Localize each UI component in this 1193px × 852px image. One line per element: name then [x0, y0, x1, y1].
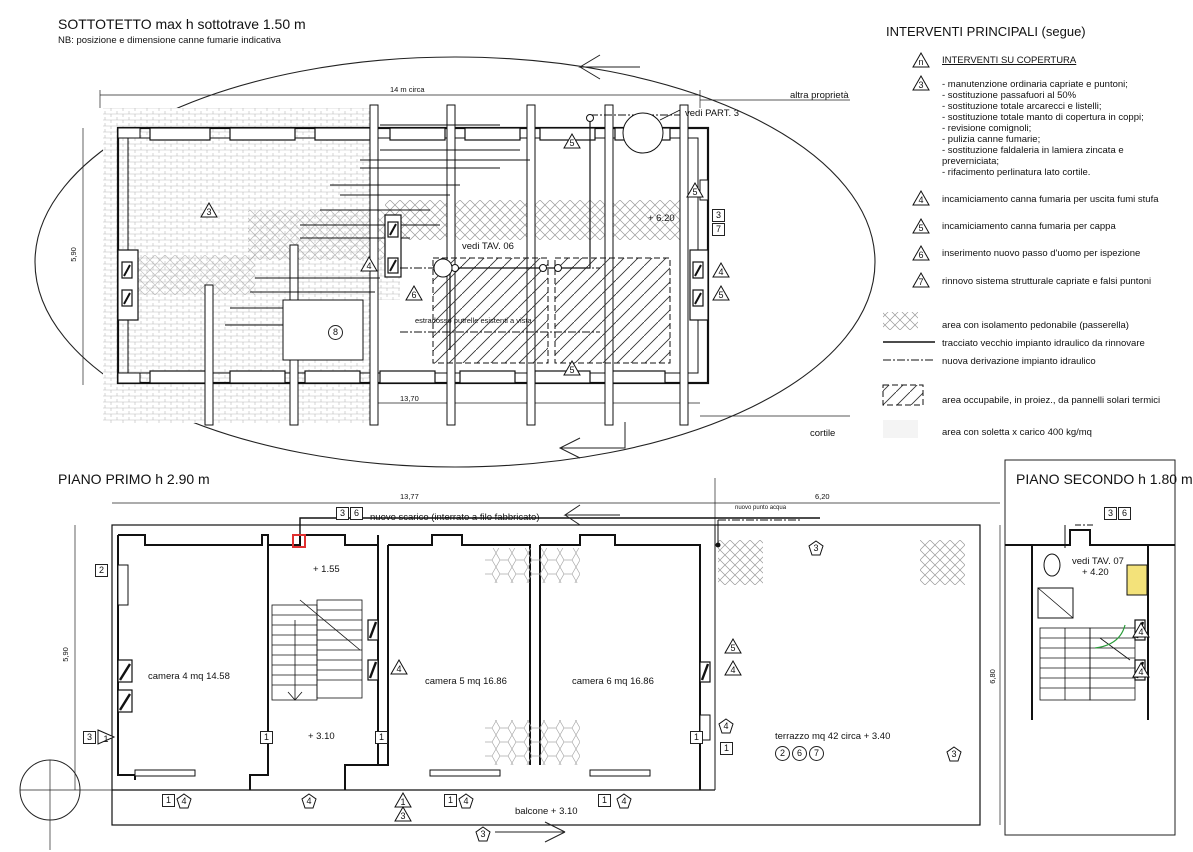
legend-symbol-grey: area con soletta x carico 400 kg/mq [942, 427, 1092, 438]
marker-4-pent: 4 [301, 793, 317, 809]
marker-7-circle: 7 [809, 746, 824, 761]
dim-primo-b: 6,20 [815, 492, 830, 501]
label-estradosso: estradosso putrelle esistenti a vista [415, 316, 532, 325]
marker-6: 6 [405, 284, 423, 301]
marker-3-pent: 3 [475, 826, 491, 842]
marker-5: 5 [724, 637, 742, 654]
marker-3-pent: 3 [946, 746, 962, 762]
marker-3-pent: 3 [808, 540, 824, 556]
marker-2-circle: 2 [775, 746, 790, 761]
legend-marker-5: 5 [912, 217, 930, 234]
label-vedi-tav06: vedi TAV. 06 [462, 241, 514, 252]
marker-4-pent: 4 [718, 718, 734, 734]
marker-4: 4 [1132, 661, 1150, 678]
dim-primo-side: 5,90 [60, 647, 70, 662]
marker-1-box: 1 [690, 731, 703, 744]
legend-item3-line: - pulizia canne fumarie; [942, 134, 1041, 145]
marker-3-box: 3 [83, 731, 96, 744]
label-punto-acqua: nuovo punto acqua [735, 505, 787, 511]
legend-item3-line: - sostituzione totale arcarecci e listel… [942, 101, 1102, 112]
marker-6-box: 6 [350, 507, 363, 520]
marker-8-circle: 8 [328, 325, 343, 340]
marker-5: 5 [563, 132, 581, 149]
legend-item3-line: - sostituzione totale manto di copertura… [942, 112, 1144, 123]
marker-5: 5 [686, 181, 704, 198]
legend-symbol-crosshatch: area con isolamento pedonabile (passerel… [942, 320, 1129, 331]
legend-marker-7: 7 [912, 271, 930, 288]
legend-item3-line: preverniciata; [942, 156, 1000, 167]
marker-4: 4 [712, 261, 730, 278]
marker-6-circle: 6 [792, 746, 807, 761]
legend-item3-line: - sostituzione faldaleria in lamiera zin… [942, 145, 1124, 156]
legend-item-6: inserimento nuovo passo d'uomo per ispez… [942, 248, 1141, 259]
legend-marker-n: n [912, 51, 930, 68]
marker-7-box: 7 [712, 223, 725, 236]
label-vedi-part: vedi PART. 3 [685, 108, 740, 119]
legend-symbol-line: tracciato vecchio impianto idraulico da … [942, 338, 1145, 349]
marker-1-box: 1 [598, 794, 611, 807]
marker-3-box: 3 [1104, 507, 1117, 520]
marker-1-box: 1 [720, 742, 733, 755]
marker-1-box: 1 [444, 794, 457, 807]
room-camera-4: camera 4 mq 14.58 [148, 671, 230, 682]
marker-4-pent: 4 [458, 793, 474, 809]
marker-5: 5 [712, 284, 730, 301]
marker-2-box: 2 [95, 564, 108, 577]
marker-3: 3 [200, 201, 218, 218]
label-cortile: cortile [810, 428, 836, 439]
marker-4-pent: 4 [176, 793, 192, 809]
label-terrazzo: terrazzo mq 42 circa + 3.40 [775, 731, 891, 742]
legend-item3-line: - sostituzione passafuori al 50% [942, 90, 1077, 101]
room-camera-6: camera 6 mq 16.86 [572, 676, 654, 687]
legend-symbol-hatch: area occupabile, in proiez., da pannelli… [942, 395, 1161, 406]
marker-5: 5 [563, 359, 581, 376]
label-level-420: + 4.20 [1082, 567, 1109, 578]
marker-1-box: 1 [260, 731, 273, 744]
marker-1-box: 1 [162, 794, 175, 807]
label-level-155: + 1.55 [313, 564, 340, 575]
marker-4: 4 [1132, 621, 1150, 638]
dim-primo-a: 13,77 [400, 492, 419, 501]
legend-title: INTERVENTI PRINCIPALI (segue) [886, 24, 1086, 39]
highlight-ellipse [34, 56, 876, 468]
legend-item3-line: - revisione comignoli; [942, 123, 1032, 134]
label-vedi-tav07: vedi TAV. 07 [1072, 556, 1124, 567]
marker-3-box: 3 [336, 507, 349, 520]
marker-4: 4 [390, 658, 408, 675]
marker-6-box: 6 [1118, 507, 1131, 520]
legend-item3-line: - manutenzione ordinaria capriate e punt… [942, 79, 1128, 90]
marker-3-box: 3 [712, 209, 725, 222]
label-level-620: + 6.20 [648, 213, 675, 224]
legend-marker-3: 3 [912, 74, 930, 91]
legend-item-5: incamiciamento canna fumaria per cappa [942, 221, 1116, 232]
marker-4: 4 [724, 659, 742, 676]
label-level-310: + 3.10 [308, 731, 335, 742]
label-altra-proprieta: altra proprietà [790, 90, 849, 101]
room-camera-5: camera 5 mq 16.86 [425, 676, 507, 687]
legend-marker-4: 4 [912, 189, 930, 206]
sottotetto-note: NB: posizione e dimensione canne fumarie… [58, 35, 281, 46]
legend-marker-6: 6 [912, 244, 930, 261]
legend-item-4: incamiciamento canna fumaria per uscita … [942, 194, 1159, 205]
dim-top: 14 m circa [390, 85, 425, 94]
marker-3: 3 [394, 805, 412, 822]
marker-4: 4 [360, 255, 378, 272]
legend-symbol-dashdot: nuova derivazione impianto idraulico [942, 356, 1096, 367]
legend-item-7: rinnovo sistema strutturale capriate e f… [942, 276, 1152, 287]
secondo-title: PIANO SECONDO h 1.80 m [1016, 471, 1193, 487]
dim-side: 5,90 [68, 247, 78, 262]
sottotetto-title: SOTTOTETTO max h sottotrave 1.50 m [58, 16, 306, 32]
label-scarico: nuovo scarico (interrato a filo fabbrica… [370, 512, 540, 523]
dim-bottom: 13,70 [400, 394, 419, 403]
legend-item3-line: - rifacimento perlinatura lato cortile. [942, 167, 1091, 178]
marker-1-tri: 1 [97, 729, 116, 745]
label-balcone: balcone + 3.10 [515, 806, 578, 817]
marker-1-box: 1 [375, 731, 388, 744]
legend-subtitle: INTERVENTI SU COPERTURA [942, 55, 1077, 66]
marker-4-pent: 4 [616, 793, 632, 809]
dim-primo-right: 6,80 [987, 669, 997, 684]
primo-title: PIANO PRIMO h 2.90 m [58, 471, 210, 487]
